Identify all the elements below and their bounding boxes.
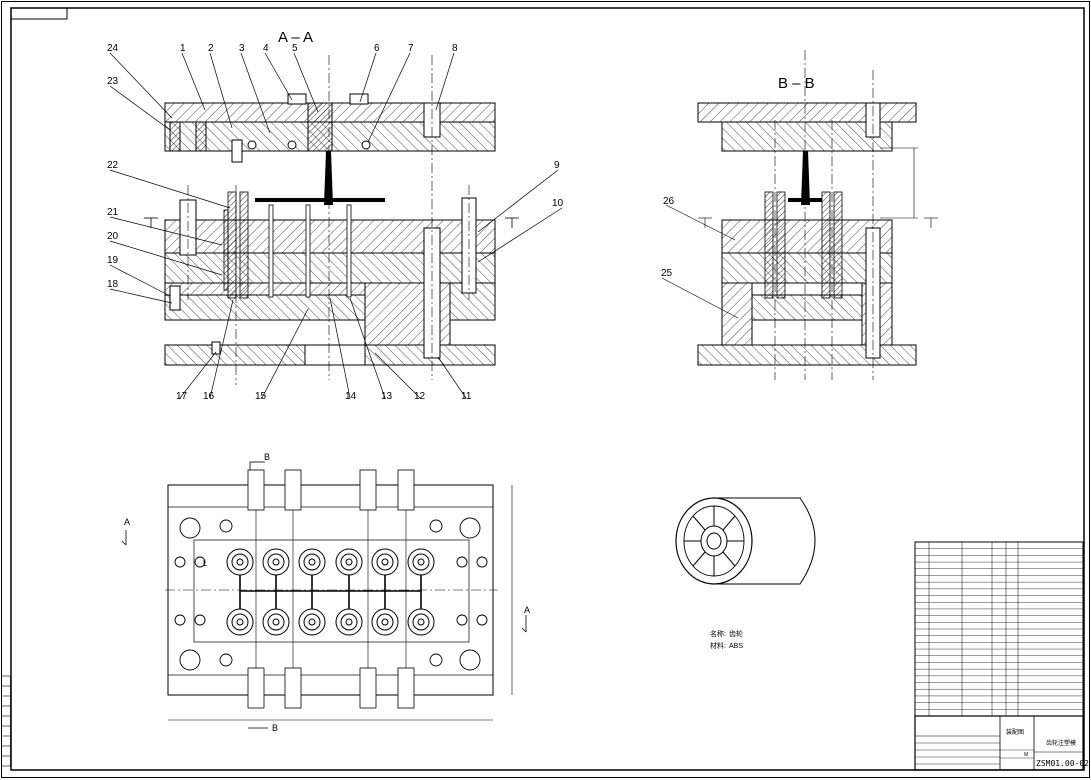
part-name: 齿轮注塑模: [1046, 739, 1076, 747]
svg-text:9: 9: [554, 160, 560, 171]
section-bb-title: B – B: [778, 75, 815, 92]
svg-text:8: 8: [452, 43, 458, 54]
corner-label-box: [10, 7, 68, 20]
svg-text:B: B: [264, 452, 270, 462]
bom-table: [914, 541, 1084, 717]
svg-text:11: 11: [461, 391, 472, 402]
svg-text:16: 16: [203, 391, 215, 402]
svg-text:A: A: [524, 605, 530, 615]
gear-part-iso-view: 名称: 齿轮 材料: ABS: [675, 497, 816, 650]
scale-mark: M: [1024, 752, 1028, 758]
svg-text:14: 14: [345, 391, 357, 402]
svg-text:21: 21: [107, 207, 119, 218]
svg-text:12: 12: [414, 391, 426, 402]
callouts-right: 9 10: [552, 160, 564, 209]
svg-text:18: 18: [107, 279, 119, 290]
svg-text:13: 13: [381, 391, 393, 402]
drawing-title: 装配图: [1006, 728, 1024, 736]
part-info: 名称: 齿轮 材料: ABS: [710, 629, 743, 650]
left-side-tags: [1, 675, 11, 767]
svg-text:7: 7: [408, 43, 414, 54]
svg-text:L: L: [203, 559, 208, 568]
svg-text:10: 10: [552, 198, 564, 209]
svg-text:5: 5: [292, 43, 298, 54]
svg-text:3: 3: [239, 43, 245, 54]
svg-text:齿轮: 齿轮: [729, 629, 743, 638]
svg-text:6: 6: [374, 43, 380, 54]
svg-text:ABS: ABS: [729, 643, 743, 650]
svg-text:26: 26: [663, 196, 675, 207]
drawing-frame: [10, 7, 1085, 771]
svg-text:2: 2: [208, 43, 214, 54]
callouts-top: 24 1 2 3 4 5 6 7 8: [107, 43, 458, 54]
svg-text:1: 1: [180, 43, 186, 54]
svg-text:22: 22: [107, 160, 119, 171]
svg-text:名称:: 名称:: [710, 629, 726, 638]
svg-text:15: 15: [255, 391, 267, 402]
svg-text:A: A: [124, 517, 130, 527]
svg-text:24: 24: [107, 43, 119, 54]
plan-view: B B A A L: [121, 452, 530, 733]
drawing-number: ZSM01.00-02: [1036, 759, 1089, 768]
svg-text:23: 23: [107, 76, 119, 87]
svg-text:B: B: [272, 723, 278, 733]
svg-text:19: 19: [107, 255, 119, 266]
svg-text:4: 4: [263, 43, 269, 54]
svg-text:25: 25: [661, 268, 673, 279]
section-aa-title: A – A: [278, 29, 313, 46]
callouts-left: 23 22 21 20 19 18: [107, 76, 119, 290]
title-block: [914, 715, 1084, 771]
svg-text:材料:: 材料:: [710, 641, 726, 650]
svg-text:17: 17: [176, 391, 188, 402]
section-bb-view: B – B: [661, 50, 938, 380]
callouts-bottom: 17 16 15 14 13 12 11: [176, 391, 472, 402]
svg-text:20: 20: [107, 231, 119, 242]
section-aa-view: A – A: [107, 29, 564, 402]
